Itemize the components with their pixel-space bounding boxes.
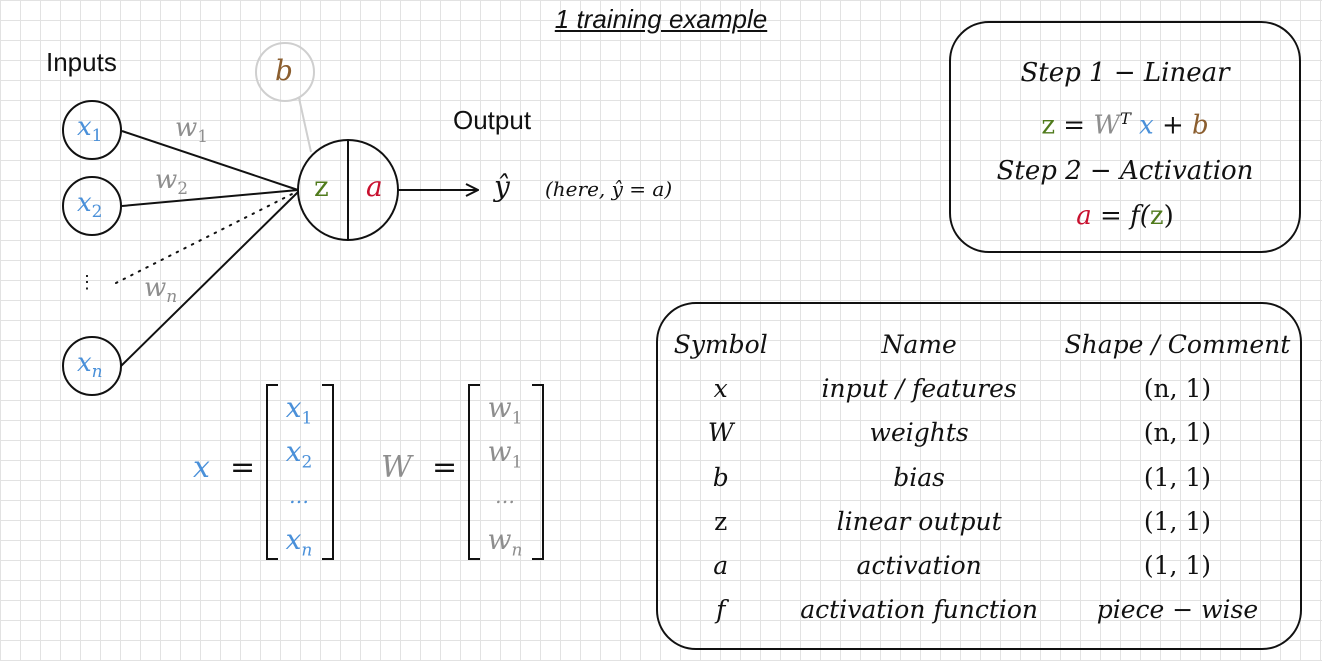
bias-edge — [298, 97, 312, 153]
row-name: bias — [893, 462, 945, 492]
bias-node — [255, 42, 315, 102]
page-title: 1 training example — [554, 4, 768, 34]
vector-x-right-bracket — [322, 384, 334, 560]
row-shape: piece − wise — [1096, 595, 1259, 625]
step2-equation: a = f(z) — [1076, 200, 1174, 231]
header-symbol: Symbol — [673, 329, 768, 359]
step1-title: Step 1 − Linear — [1020, 58, 1230, 88]
input-xn: xn — [77, 348, 103, 383]
row-symbol: f — [716, 595, 726, 625]
row-shape: (n, 1) — [1143, 373, 1212, 403]
row-shape: (1, 1) — [1143, 462, 1212, 492]
vector-w-symbol: W — [381, 450, 412, 485]
vector-w-right-bracket — [532, 384, 544, 560]
table-row: x input / features (n, 1) — [664, 366, 1294, 410]
row-symbol: x — [713, 373, 728, 403]
vector-w-equals: = — [432, 450, 458, 485]
input-node-1 — [62, 100, 122, 160]
input-node-2 — [62, 176, 122, 236]
vector-w-item: w1 — [487, 435, 523, 473]
row-shape: (1, 1) — [1143, 551, 1212, 581]
row-name: weights — [869, 418, 969, 448]
edge-dotted — [115, 190, 299, 284]
header-name: Name — [881, 329, 957, 359]
vector-x-left-bracket — [266, 384, 278, 560]
table-row: a activation (1, 1) — [664, 543, 1294, 587]
row-symbol: b — [712, 462, 729, 492]
steps-box: Step 1 − Linear z = WT x + b Step 2 − Ac… — [949, 21, 1301, 253]
inputs-label: Inputs — [46, 47, 117, 77]
bias-symbol: b — [275, 54, 293, 87]
edge-wn — [120, 191, 299, 367]
header-shape: Shape / Comment — [1064, 329, 1291, 359]
row-shape: (1, 1) — [1143, 506, 1212, 536]
symbol-table: Symbol Name Shape / Comment x input / fe… — [664, 322, 1294, 632]
vector-w-left-bracket — [468, 384, 480, 560]
table-header-row: Symbol Name Shape / Comment — [664, 322, 1294, 366]
vector-w-item: … — [495, 484, 515, 508]
table-row: z linear output (1, 1) — [664, 499, 1294, 543]
edge-w1 — [121, 130, 299, 191]
edge-w2 — [121, 189, 299, 207]
row-symbol: a — [713, 551, 729, 581]
symbol-table-box: Symbol Name Shape / Comment x input / fe… — [656, 302, 1302, 650]
vector-x-symbol: x — [193, 450, 210, 485]
vector-w-items: w1 w1 … wn — [478, 386, 532, 562]
row-shape: (n, 1) — [1143, 418, 1212, 448]
vector-w-item: wn — [487, 523, 523, 561]
table-row: f activation function piece − wise — [664, 588, 1294, 632]
output-yhat: ŷ — [494, 170, 510, 203]
row-name: input / features — [821, 373, 1017, 403]
weight-w2: w2 — [155, 165, 189, 200]
weight-wn: wn — [144, 273, 178, 308]
vector-x-items: x1 x2 … xn — [276, 386, 322, 562]
vector-w-item: w1 — [487, 391, 523, 429]
vector-x-item: x2 — [285, 435, 313, 473]
vector-x-item: … — [289, 484, 309, 508]
vector-x-item: xn — [285, 523, 313, 561]
row-name: linear output — [836, 506, 1002, 536]
vector-x-equals: = — [230, 450, 256, 485]
input-x1: x1 — [77, 112, 103, 147]
row-symbol: W — [707, 418, 734, 448]
input-x2: x2 — [77, 188, 103, 223]
input-ellipsis: ⋮ — [78, 272, 96, 293]
weight-w1: w1 — [175, 113, 209, 148]
neuron-z: z — [314, 170, 329, 203]
table-row: b bias (1, 1) — [664, 455, 1294, 499]
row-symbol: z — [714, 506, 728, 536]
step1-equation: z = WT x + b — [1041, 109, 1209, 141]
neuron-a: a — [366, 170, 383, 203]
vector-x-item: x1 — [285, 391, 313, 429]
table-row: W weights (n, 1) — [664, 411, 1294, 455]
row-name: activation function — [800, 595, 1039, 625]
output-note: (here, ŷ = a) — [545, 177, 673, 201]
output-label: Output — [453, 105, 532, 135]
row-name: activation — [856, 551, 982, 581]
step2-title: Step 2 − Activation — [996, 155, 1254, 186]
